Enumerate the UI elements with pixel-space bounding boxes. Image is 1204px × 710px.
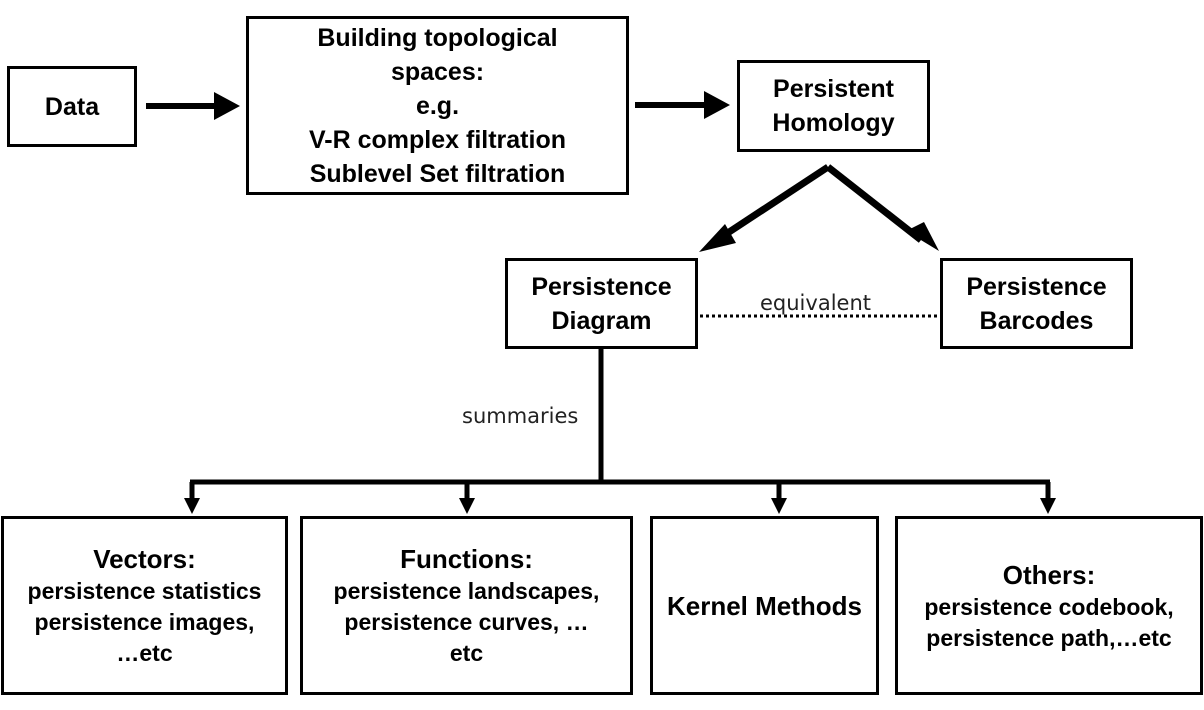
arrow-homology-to-barcodes xyxy=(825,164,924,243)
edge-label-summaries: summaries xyxy=(462,404,579,428)
node-kernel-methods: Kernel Methods xyxy=(650,516,879,695)
node-vectors-line: persistence images, xyxy=(34,609,255,635)
node-persistence-barcodes-line: Persistence xyxy=(966,272,1107,301)
node-kernel-methods-label: Kernel Methods xyxy=(666,590,863,621)
branch-arrowhead-others xyxy=(1040,498,1056,514)
node-vectors-heading: Vectors: xyxy=(93,544,196,574)
node-functions: Functions: persistence landscapes, persi… xyxy=(300,516,633,695)
node-building-line: V-R complex filtration xyxy=(309,125,566,154)
branch-arrowhead-vectors xyxy=(184,498,200,514)
node-vectors: Vectors: persistence statistics persiste… xyxy=(1,516,288,695)
node-others-line: persistence codebook, xyxy=(924,593,1174,620)
node-persistent-homology-line: Persistent xyxy=(773,75,894,103)
node-others-line: persistence path,…etc xyxy=(926,624,1172,651)
arrowhead-data-to-building xyxy=(214,92,240,120)
node-building-line: Sublevel Set filtration xyxy=(309,159,566,188)
node-data: Data xyxy=(7,66,137,147)
arrow-homology-to-diagram xyxy=(715,164,830,243)
node-data-label: Data xyxy=(44,92,100,121)
node-vectors-line: …etc xyxy=(116,640,173,666)
node-persistent-homology: Persistent Homology xyxy=(737,60,930,152)
node-functions-heading: Functions: xyxy=(400,544,533,574)
node-functions-line: etc xyxy=(449,640,484,666)
branch-arrowhead-kernel xyxy=(771,498,787,514)
node-persistence-diagram-line: Persistence xyxy=(531,272,672,301)
branch-arrowhead-functions xyxy=(459,498,475,514)
node-building-line: spaces: xyxy=(390,57,485,86)
node-others: Others: persistence codebook, persistenc… xyxy=(895,516,1203,695)
node-persistence-barcodes: Persistence Barcodes xyxy=(940,258,1133,349)
node-persistence-diagram-line: Diagram xyxy=(551,306,652,335)
node-functions-line: persistence curves, … xyxy=(344,609,589,635)
arrowhead-building-to-homology xyxy=(704,91,730,119)
node-others-heading: Others: xyxy=(1002,559,1096,590)
node-persistence-diagram: Persistence Diagram xyxy=(505,258,698,349)
node-functions-line: persistence landscapes, xyxy=(333,578,600,604)
node-building-line: e.g. xyxy=(415,91,460,120)
node-persistence-barcodes-line: Barcodes xyxy=(979,306,1094,335)
node-building-line: Building topological xyxy=(317,23,558,52)
arrowhead-homology-to-diagram xyxy=(699,224,736,252)
edge-label-equivalent: equivalent xyxy=(760,291,871,315)
node-persistent-homology-line: Homology xyxy=(772,109,895,137)
node-vectors-line: persistence statistics xyxy=(27,578,262,604)
node-building-topological-spaces: Building topological spaces: e.g. V-R co… xyxy=(246,16,629,195)
arrowhead-homology-to-barcodes xyxy=(906,222,939,251)
